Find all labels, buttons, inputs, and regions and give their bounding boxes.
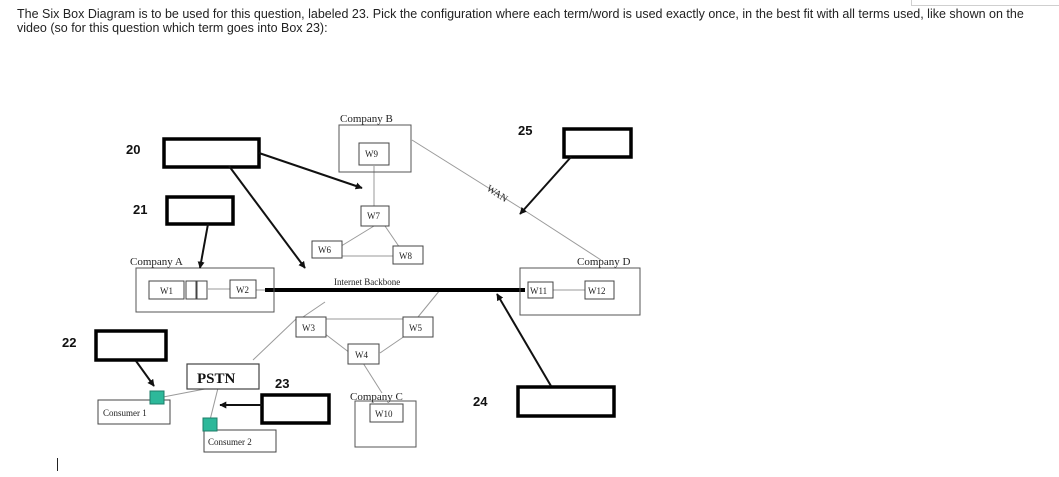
consumer2-label: Consumer 2	[208, 437, 252, 447]
internet-backbone-label: Internet Backbone	[334, 277, 400, 287]
w7-box	[360, 205, 390, 227]
consumer2-device-icon	[202, 417, 218, 432]
line-w7-w8	[384, 225, 401, 249]
w9-label: W9	[365, 149, 378, 159]
line-companyb-wan	[411, 139, 531, 215]
line-w3-pstn	[252, 318, 297, 361]
arrow-20-to-backbone	[228, 165, 306, 269]
w9-box	[358, 142, 390, 166]
arrow-22-to-consumer1	[135, 360, 155, 387]
w12-label: W12	[588, 286, 606, 296]
question-text: The Six Box Diagram is to be used for th…	[17, 7, 1024, 35]
router-a-right	[196, 280, 208, 300]
w3-label: W3	[302, 323, 315, 333]
answer-box-24[interactable]	[516, 385, 616, 418]
top-border-fragment	[911, 0, 1059, 6]
w6-label: W6	[318, 245, 331, 255]
wan-label: WAN	[484, 183, 509, 205]
answer-box-21[interactable]	[165, 195, 235, 226]
company-a-outline	[135, 267, 275, 313]
text-cursor	[57, 458, 58, 471]
w2-label: W2	[236, 285, 249, 295]
pstn-box	[186, 363, 260, 390]
line-pstn-consumer2	[209, 387, 219, 421]
consumer2-box	[203, 429, 277, 453]
arrow-21-to-companya	[197, 223, 209, 269]
w5-label: W5	[409, 323, 422, 333]
company-b-outline	[338, 124, 412, 173]
w11-label: W11	[530, 286, 547, 296]
w7-label: W7	[367, 211, 380, 221]
consumer1-device-icon	[149, 390, 165, 405]
router-a-left	[185, 280, 197, 300]
answer-box-22[interactable]	[94, 329, 168, 362]
company-c-label: Company C	[350, 391, 403, 403]
line-pstn-consumer1	[157, 387, 211, 399]
company-d-outline	[519, 267, 641, 316]
w1-label: W1	[160, 286, 173, 296]
box-number-24: 24	[473, 394, 488, 409]
company-a-label: Company A	[130, 256, 183, 268]
consumer1-label: Consumer 1	[103, 408, 147, 418]
connection-lines	[157, 139, 602, 421]
box-number-23: 23	[275, 376, 289, 391]
box-number-21: 21	[133, 202, 147, 217]
w12-box	[584, 280, 615, 300]
w4-box	[347, 343, 380, 365]
w1-box	[148, 280, 185, 300]
box-number-20: 20	[126, 142, 140, 157]
w2-box	[229, 279, 257, 299]
box-number-25: 25	[518, 123, 532, 138]
pstn-label: PSTN	[197, 371, 236, 387]
line-w3-slant	[299, 301, 326, 320]
w3-box	[295, 316, 327, 338]
w4-label: W4	[355, 350, 368, 360]
answer-box-23[interactable]	[260, 393, 331, 425]
arrow-20-to-companyb	[258, 152, 363, 190]
w5-box	[402, 316, 434, 338]
box-number-22: 22	[62, 335, 76, 350]
answer-box-20[interactable]	[162, 137, 261, 169]
w8-box	[392, 245, 424, 265]
w11-box	[527, 281, 554, 299]
company-c-outline	[354, 400, 417, 448]
line-wan-companyd	[529, 213, 602, 261]
company-d-label: Company D	[577, 256, 631, 268]
company-b-label: Company B	[340, 113, 393, 125]
arrow-24-to-backbone	[496, 293, 552, 387]
w6-box	[311, 240, 343, 259]
arrow-25-to-wan	[519, 156, 572, 215]
answer-box-25[interactable]	[562, 127, 633, 159]
w10-label: W10	[375, 409, 393, 419]
line-w5-slant	[417, 289, 441, 318]
line-w7-w6	[337, 225, 375, 249]
line-w4-companyc	[362, 362, 383, 394]
w8-label: W8	[399, 251, 412, 261]
w10-box	[369, 403, 404, 423]
